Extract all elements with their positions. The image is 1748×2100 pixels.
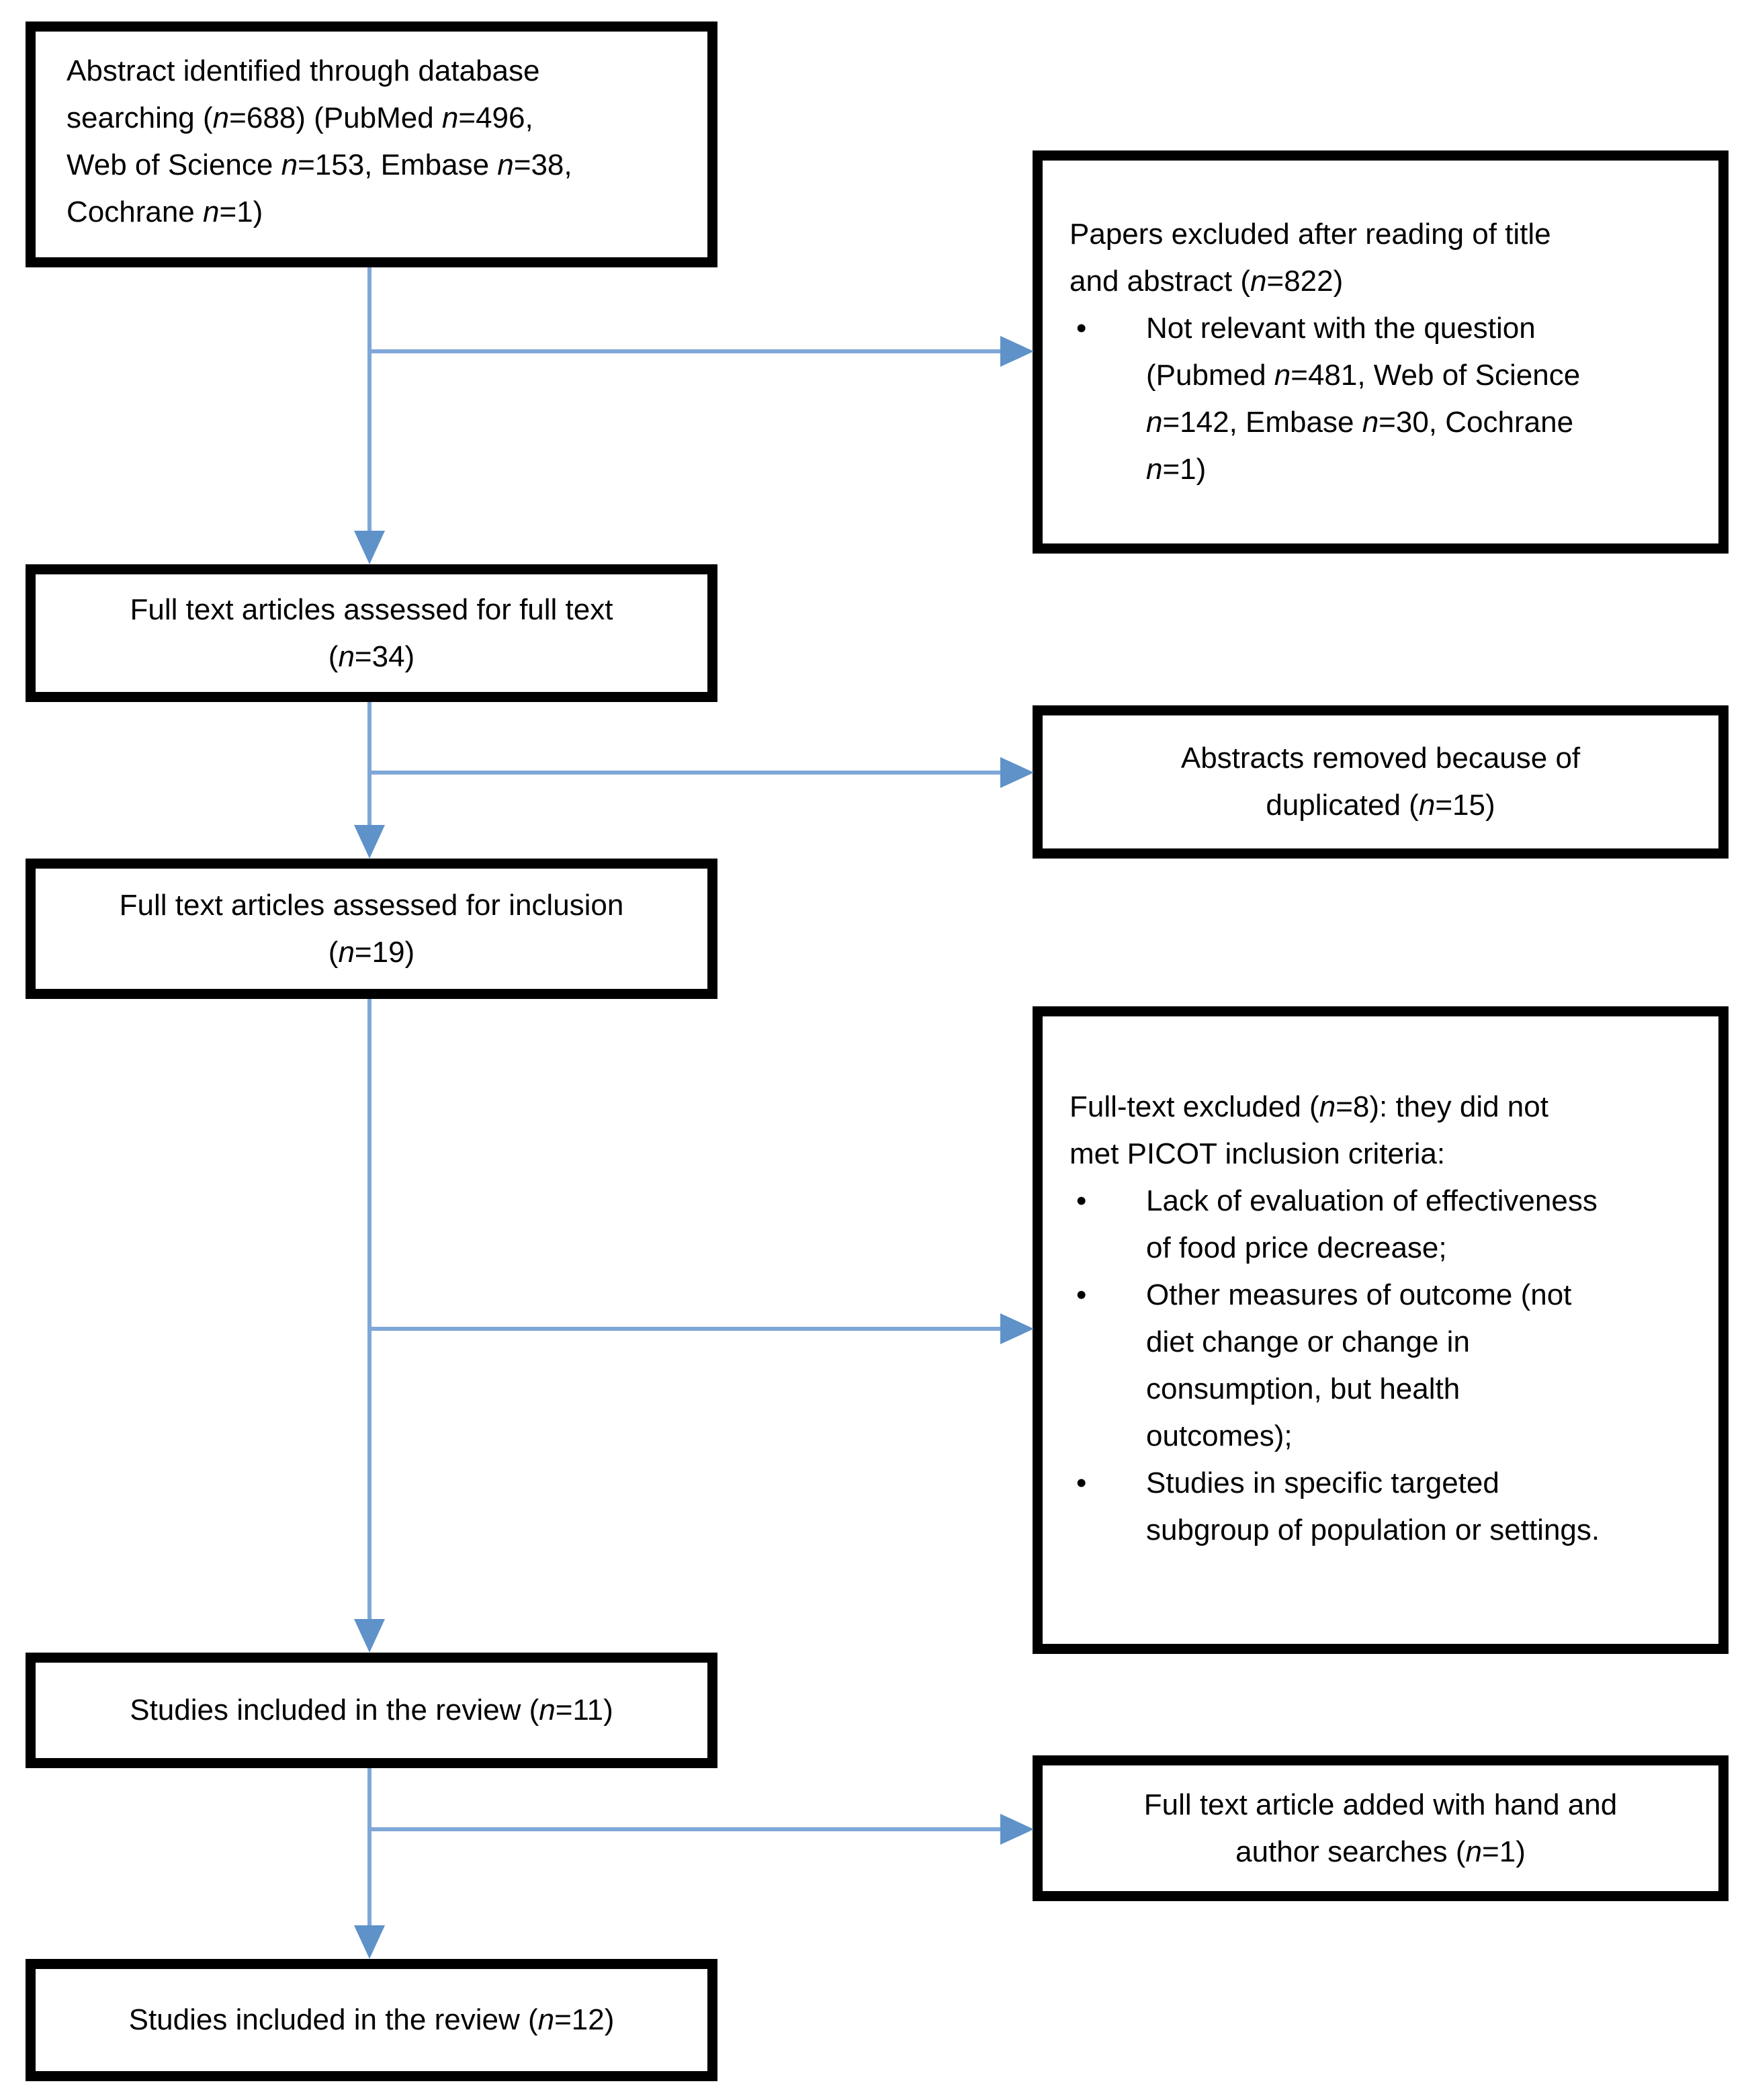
arrowhead-right-icon bbox=[1000, 1814, 1034, 1845]
connector-branch-4 bbox=[367, 1827, 1000, 1831]
connector-trunk-segment-2 bbox=[367, 702, 372, 825]
connector-trunk-segment-3 bbox=[367, 999, 372, 1619]
box-fulltext-assessed-inclusion-text: Full text articles assessed for inclusio… bbox=[119, 888, 624, 969]
bullet-marker: • bbox=[1076, 1184, 1087, 1217]
box-studies-included-11-text: Studies included in the review (n=11) bbox=[130, 1694, 613, 1726]
bullet-marker: • bbox=[1076, 1467, 1087, 1499]
arrowhead-down-icon bbox=[354, 531, 385, 564]
bullet-item-text: Not relevant with the question(Pubmed n=… bbox=[1146, 312, 1581, 486]
connector-branch-1 bbox=[367, 349, 1000, 353]
arrowhead-right-icon bbox=[1000, 757, 1034, 788]
connector-trunk-segment-1 bbox=[367, 267, 372, 531]
box-fulltext-assessed-fulltext-text: Full text articles assessed for full tex… bbox=[130, 593, 613, 673]
arrowhead-down-icon bbox=[354, 825, 385, 859]
box-studies-included-12: Studies included in the review (n=12) bbox=[26, 1959, 717, 2081]
arrowhead-down-icon bbox=[354, 1619, 385, 1653]
arrowhead-right-icon bbox=[1000, 336, 1034, 367]
bullet-marker: • bbox=[1076, 312, 1087, 345]
box-studies-included-12-text: Studies included in the review (n=12) bbox=[128, 2003, 615, 2036]
box-studies-included-11: Studies included in the review (n=11) bbox=[26, 1653, 717, 1768]
box-fulltext-assessed-inclusion: Full text articles assessed for inclusio… bbox=[26, 859, 717, 999]
arrowhead-right-icon bbox=[1000, 1313, 1034, 1344]
bullet-marker: • bbox=[1076, 1278, 1087, 1311]
arrowhead-down-icon bbox=[354, 1925, 385, 1959]
connector-branch-3 bbox=[367, 1327, 1000, 1331]
connector-branch-2 bbox=[367, 771, 1000, 775]
connector-trunk-segment-4 bbox=[367, 1768, 372, 1925]
bullet-item: • Not relevant with the question(Pubmed … bbox=[1069, 305, 1580, 493]
box-fulltext-assessed-fulltext: Full text articles assessed for full tex… bbox=[26, 564, 717, 702]
